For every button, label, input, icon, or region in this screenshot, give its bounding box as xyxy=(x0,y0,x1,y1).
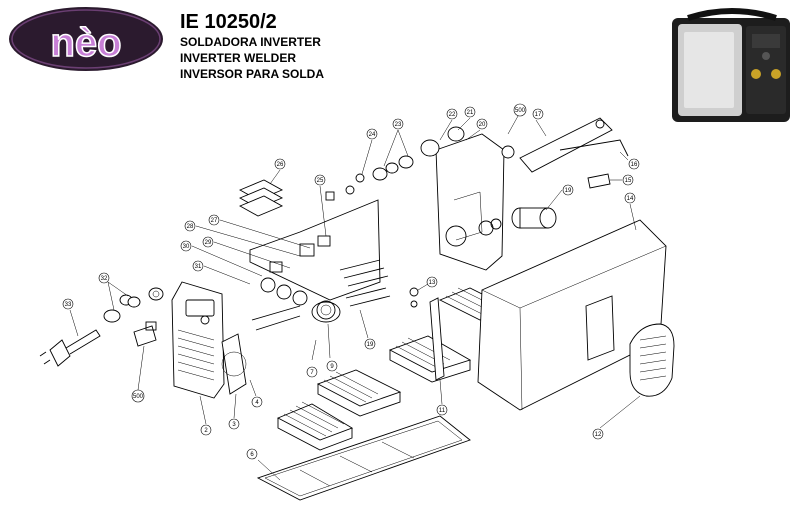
title-block: IE 10250/2 SOLDADORA INVERTER INVERTER W… xyxy=(180,10,324,82)
output-connectors xyxy=(103,287,164,323)
toroid-transformer xyxy=(311,301,341,323)
callout-6: 6 xyxy=(246,448,281,481)
callout-28: 28 xyxy=(184,220,301,257)
callout-33: 33 xyxy=(62,298,79,337)
svg-text:500: 500 xyxy=(515,108,526,114)
callout-500-top: 500 xyxy=(507,103,527,135)
svg-text:13: 13 xyxy=(429,280,436,286)
svg-text:24: 24 xyxy=(369,132,376,138)
cooling-fan xyxy=(221,333,247,395)
callout-19-right: 19 xyxy=(545,184,574,211)
svg-text:19: 19 xyxy=(565,188,572,194)
svg-text:30: 30 xyxy=(183,244,190,250)
svg-text:32: 32 xyxy=(101,276,108,282)
svg-text:17: 17 xyxy=(535,112,542,118)
svg-text:12: 12 xyxy=(595,432,602,438)
rear-terminals xyxy=(325,126,465,201)
title-line-es: SOLDADORA INVERTER xyxy=(180,35,321,49)
front-panel xyxy=(171,281,225,399)
callout-24: 24 xyxy=(361,128,378,175)
callout-2: 2 xyxy=(199,395,212,436)
model-number: IE 10250/2 xyxy=(180,11,277,33)
svg-text:31: 31 xyxy=(195,264,202,270)
svg-text:26: 26 xyxy=(277,162,284,168)
power-switch xyxy=(133,321,157,347)
callout-19-left: 19 xyxy=(359,309,376,350)
logo-text: nèo xyxy=(50,21,121,65)
callout-13: 13 xyxy=(417,276,438,291)
callout-29: 29 xyxy=(202,236,291,269)
rear-panel xyxy=(435,133,505,271)
callout-21: 21 xyxy=(457,106,476,131)
ground-clamp xyxy=(519,117,629,189)
svg-text:22: 22 xyxy=(449,112,456,118)
svg-text:6: 6 xyxy=(250,452,254,458)
callout-4: 4 xyxy=(249,379,263,408)
svg-text:14: 14 xyxy=(627,196,634,202)
callout-16: 16 xyxy=(619,151,640,170)
power-cable xyxy=(39,329,101,367)
callout-14: 14 xyxy=(624,192,637,231)
callout-11: 11 xyxy=(436,379,448,416)
svg-text:4: 4 xyxy=(255,400,259,406)
heat-sink-bottom xyxy=(276,401,354,451)
svg-text:29: 29 xyxy=(205,240,212,246)
svg-text:27: 27 xyxy=(211,218,218,224)
callout-9: 9 xyxy=(326,323,338,372)
callout-30: 30 xyxy=(180,240,263,277)
callout-25: 25 xyxy=(314,174,327,237)
svg-text:15: 15 xyxy=(625,178,632,184)
heat-sink-middle xyxy=(316,369,402,417)
callout-22: 22 xyxy=(439,108,458,141)
base-plate xyxy=(256,415,471,501)
svg-text:20: 20 xyxy=(479,122,486,128)
title-line-pt: INVERSOR PARA SOLDA xyxy=(180,67,325,81)
dinse-plug xyxy=(501,145,557,229)
callout-26: 26 xyxy=(269,158,286,185)
callout-12: 12 xyxy=(592,395,641,440)
rectifier-bank xyxy=(251,259,391,331)
callouts: 2 3 4 6 7 9 11 12 13 14 15 16 17 19 19 2… xyxy=(62,103,641,481)
component-stack xyxy=(238,179,284,217)
svg-text:500: 500 xyxy=(133,394,144,400)
svg-text:28: 28 xyxy=(187,224,194,230)
callout-32: 32 xyxy=(98,272,129,311)
title-line-en: INVERTER WELDER xyxy=(180,51,297,65)
welder-photo xyxy=(672,8,790,122)
callout-31: 31 xyxy=(192,260,251,285)
callout-3: 3 xyxy=(228,393,240,430)
svg-text:33: 33 xyxy=(65,302,72,308)
callout-27: 27 xyxy=(208,214,311,249)
svg-text:19: 19 xyxy=(367,342,374,348)
callout-23: 23 xyxy=(383,118,409,167)
neo-logo: nèo xyxy=(7,5,165,73)
callout-20-top: 20 xyxy=(465,118,488,141)
svg-text:16: 16 xyxy=(631,162,638,168)
callout-7: 7 xyxy=(306,339,318,378)
svg-text:11: 11 xyxy=(439,408,446,414)
callout-500-left: 500 xyxy=(131,345,145,403)
svg-text:3: 3 xyxy=(232,422,236,428)
svg-text:7: 7 xyxy=(310,370,314,376)
svg-text:23: 23 xyxy=(395,122,402,128)
side-grille xyxy=(629,323,675,397)
svg-text:25: 25 xyxy=(317,178,324,184)
mounting-bracket xyxy=(409,287,445,381)
svg-text:9: 9 xyxy=(330,364,334,370)
callout-15: 15 xyxy=(610,174,634,186)
svg-text:2: 2 xyxy=(204,428,208,434)
svg-text:21: 21 xyxy=(467,110,474,116)
main-pcb xyxy=(249,199,381,320)
callout-17: 17 xyxy=(532,108,547,137)
